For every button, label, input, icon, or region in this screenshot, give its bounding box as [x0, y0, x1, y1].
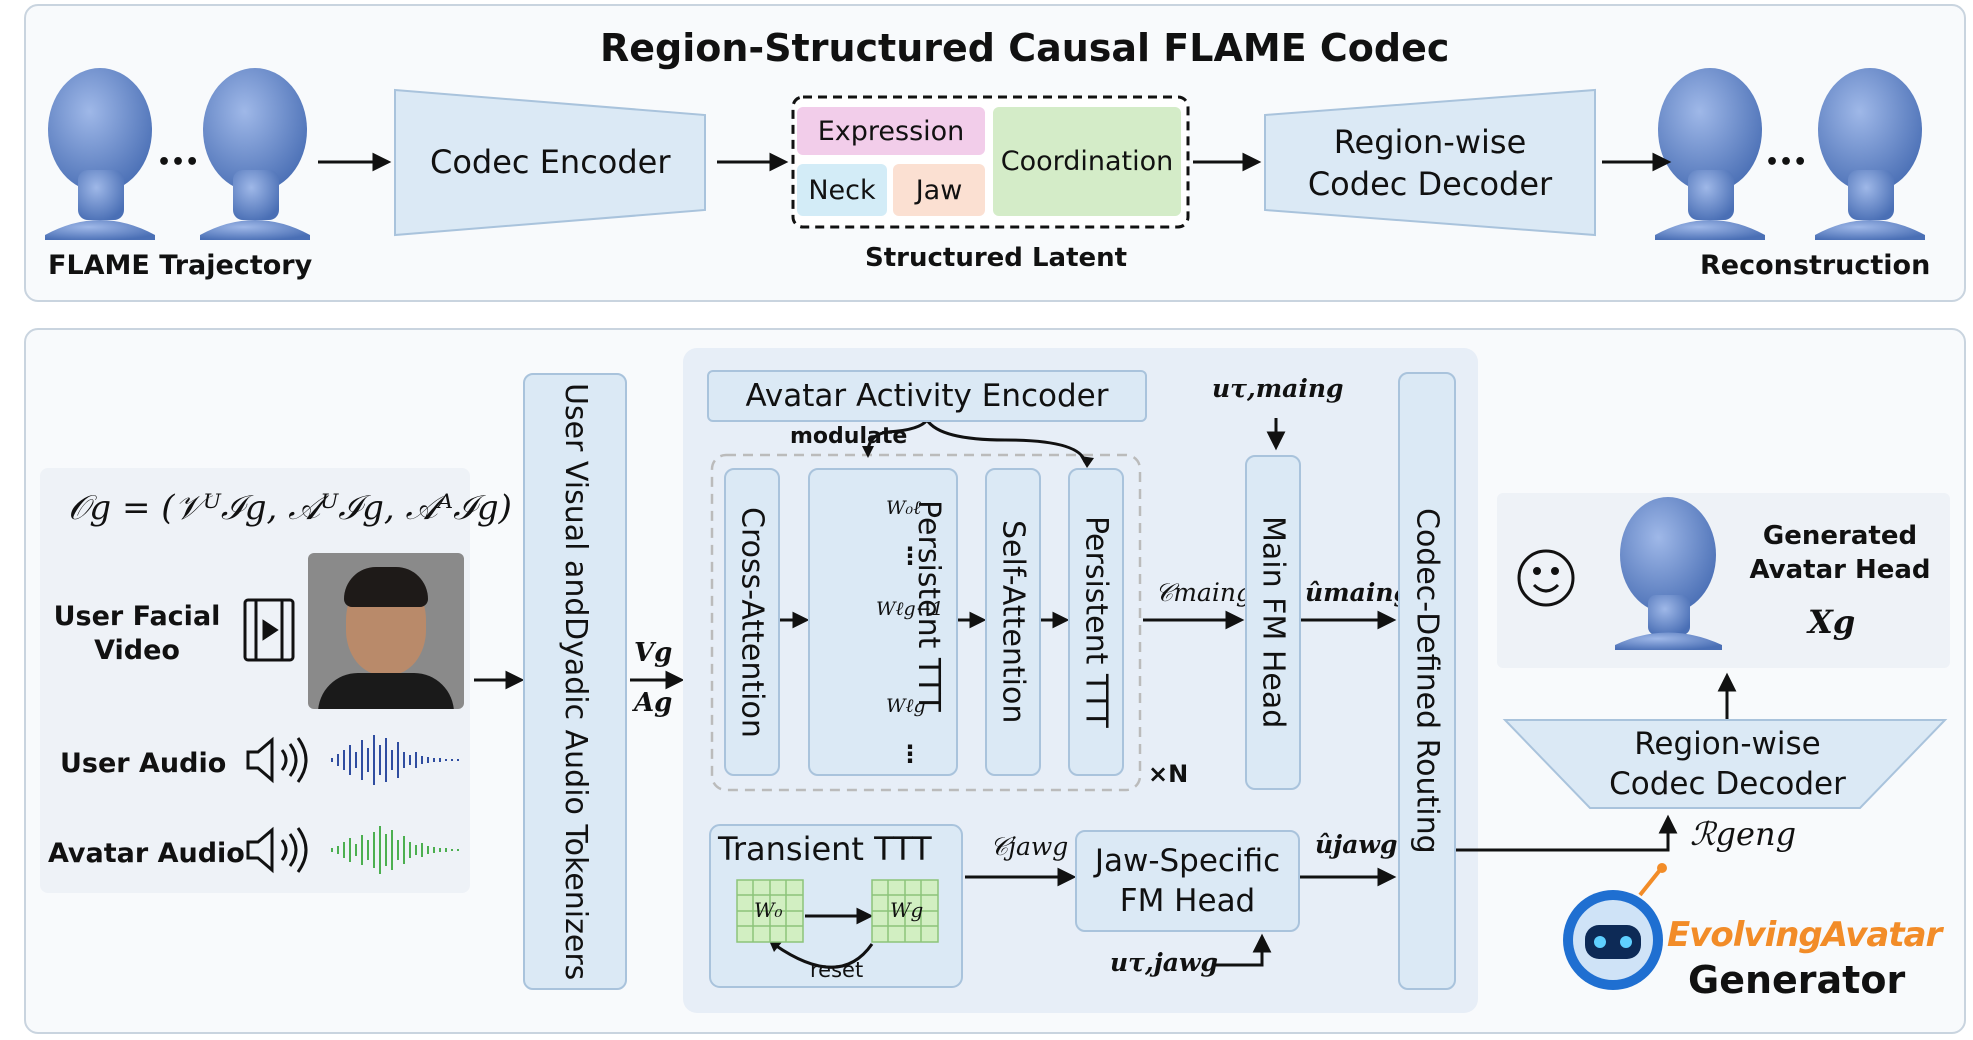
avatar-audio-waveform: [331, 826, 459, 874]
jaw-head-line-2: FM Head: [1119, 883, 1256, 919]
transient-grid-w0: [736, 879, 804, 943]
decoder-line-2: Codec Decoder: [1307, 164, 1553, 203]
reset-arrow: [774, 943, 874, 969]
self-attention-box: Self-Attention: [985, 468, 1041, 776]
output-decoder-line-2: Codec Decoder: [1609, 766, 1846, 802]
codec-routing-box: Codec-Defined Routing: [1398, 372, 1456, 990]
vdots-1: ⋮: [898, 542, 922, 570]
flame-trajectory-label: FLAME Trajectory: [48, 250, 313, 281]
codec-encoder-shape: [394, 88, 706, 237]
user-audio-label: User Audio: [60, 748, 227, 779]
film-strip-icon: [243, 598, 295, 662]
structured-latent-caption: Structured Latent: [865, 243, 1128, 273]
speaker-icon: [246, 736, 308, 784]
wgl-label: Wℓg: [886, 695, 926, 717]
persistent-ttt-box-2: Persistent TTT: [1068, 468, 1124, 776]
user-audio-waveform: [331, 735, 459, 785]
u-hat-jaw-label: ûjawg: [1315, 830, 1398, 859]
codec-title: Region-Structured Causal FLAME Codec: [600, 26, 1450, 70]
u-tau-jaw-label: uτ,jawg: [1110, 948, 1218, 977]
robot-logo-icon: [1563, 863, 1667, 990]
cross-attention-box: Cross-Attention: [724, 468, 780, 776]
brand-subtitle: Generator: [1688, 958, 1906, 1002]
reset-label: reset: [810, 958, 864, 982]
person-shirt: [318, 673, 454, 709]
smiley-icon: [1517, 549, 1575, 607]
repeat-block: [710, 453, 1142, 792]
ellipsis-right: •••: [1765, 150, 1808, 175]
user-facial-video-label: User Facial Video: [52, 598, 222, 670]
latent-coordination: Coordination: [993, 107, 1181, 216]
ag-label: Ag: [634, 688, 673, 718]
facial-video-line-1: User Facial: [53, 601, 221, 632]
activity-encoder-box: Avatar Activity Encoder: [707, 370, 1147, 422]
output-decoder-line-1: Region-wise: [1634, 726, 1821, 762]
latent-neck: Neck: [797, 164, 887, 216]
u-tau-main-label: uτ,maing: [1212, 374, 1344, 403]
avatar-audio-label: Avatar Audio: [48, 838, 245, 869]
c-main-label: 𝒞maing: [1155, 578, 1252, 607]
codec-encoder-label: Codec Encoder: [430, 143, 671, 181]
facial-video-line-2: Video: [94, 635, 180, 666]
codec-decoder-label: Region-wise Codec Decoder: [1275, 115, 1585, 210]
latent-expression: Expression: [797, 107, 985, 155]
persistent-ttt-box-1: Persistent TTT: [808, 468, 958, 776]
output-decoder-shape: [1502, 719, 1948, 809]
vg-label: Vg: [634, 638, 673, 668]
main-fm-head-box: Main FM Head: [1245, 455, 1301, 790]
xg-label: Xg: [1808, 603, 1856, 641]
observation-formula: 𝒪g = (𝒱ᵁℐg, 𝒜ᵁℐg, 𝒜ᴬℐg): [68, 488, 512, 528]
reconstruction-label: Reconstruction: [1700, 250, 1931, 281]
speaker-icon-2: [246, 826, 308, 874]
transient-w0-label: W₀: [754, 898, 783, 922]
vdots-2: ⋮: [898, 740, 922, 768]
jaw-head-line-1: Jaw-Specific: [1094, 843, 1281, 879]
latent-jaw: Jaw: [893, 164, 985, 216]
output-panel: [1497, 493, 1950, 668]
generated-line-1: Generated: [1762, 521, 1918, 551]
ellipsis-left: •••: [157, 150, 200, 175]
wg1l-label: Wℓg−1: [876, 598, 944, 620]
flame-head-3: [1655, 68, 1765, 240]
tokenizer-line-2: Dyadic Audio Tokenizers: [558, 616, 593, 980]
transient-grid-wg: [871, 879, 939, 943]
generated-avatar-head: [1615, 497, 1722, 650]
jaw-fm-head-box: Jaw-Specific FM Head: [1075, 830, 1300, 932]
flame-head-1: [45, 68, 155, 240]
generated-line-2: Avatar Head: [1749, 555, 1931, 585]
tokenizer-line-1: User Visual and: [558, 383, 593, 617]
flame-head-2: [200, 68, 310, 240]
user-video-thumbnail: [308, 553, 464, 709]
times-n-label: ×N: [1148, 760, 1189, 788]
flame-head-4: [1815, 68, 1925, 240]
transient-ttt-label: Transient TTT: [718, 830, 932, 868]
generated-avatar-label: Generated Avatar Head: [1740, 518, 1940, 588]
persistent-ttt-label-1: Persistent TTT: [911, 500, 946, 712]
decoder-line-1: Region-wise: [1333, 122, 1527, 161]
brand-name: EvolvingAvatar: [1667, 915, 1942, 955]
r-gen-label: ℛgeng: [1690, 815, 1797, 853]
transient-wg-label: Wg: [890, 898, 924, 922]
u-hat-main-label: ûmaing: [1305, 578, 1411, 607]
w0l-label: W₀ℓ: [886, 497, 922, 519]
person-hair: [344, 567, 428, 607]
c-jaw-label: 𝒞jawg: [990, 832, 1069, 861]
output-decoder-label: Region-wise Codec Decoder: [1580, 722, 1875, 806]
modulate-label: modulate: [790, 424, 908, 449]
codec-decoder-shape: [1264, 88, 1596, 237]
tokenizer-box: User Visual and Dyadic Audio Tokenizers: [523, 373, 627, 990]
